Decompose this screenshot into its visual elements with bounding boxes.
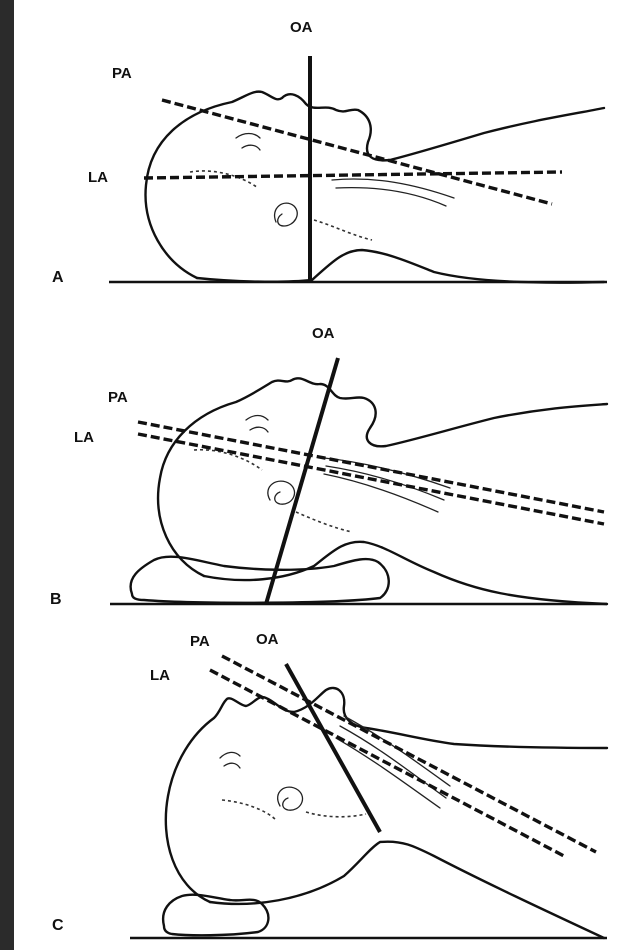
panel-c-jaw-dots — [222, 800, 276, 820]
panel-b — [110, 358, 607, 604]
panel-b-mouth-dots — [296, 512, 352, 532]
panel-c-oa-axis — [286, 664, 380, 832]
panel-a-mouth-dots — [314, 220, 372, 240]
panel-b-label: B — [50, 592, 62, 608]
panel-b-head-outline — [158, 378, 607, 576]
panel-b-chin-neck — [204, 542, 607, 604]
panel-c — [130, 656, 607, 938]
panel-a-la-label: LA — [88, 170, 108, 185]
panel-a-label: A — [52, 270, 64, 286]
panel-a-brow — [242, 145, 260, 150]
panel-a-la-axis — [144, 172, 562, 178]
figure-drawing — [14, 0, 625, 950]
panel-a-ear — [275, 203, 298, 226]
panel-a — [109, 56, 607, 283]
panel-b-eye — [246, 416, 268, 421]
panel-c-eye — [220, 752, 240, 758]
panel-a-pa-axis — [162, 100, 552, 204]
panel-a-pa-label: PA — [112, 66, 132, 81]
panel-a-airway-1 — [332, 179, 454, 198]
panel-c-head-outline — [166, 688, 607, 902]
panel-c-la-label: LA — [150, 668, 170, 683]
panel-c-pillow — [163, 895, 268, 936]
panel-b-pa-axis — [138, 422, 604, 512]
airway-axes-figure: OA PA LA A OA PA LA B PA OA LA C — [14, 0, 625, 950]
panel-c-mouth-dots — [306, 812, 366, 817]
panel-b-la-label: LA — [74, 430, 94, 445]
panel-a-head-outline — [146, 92, 604, 278]
panel-a-jaw-dots — [190, 171, 258, 188]
panel-b-ear — [268, 481, 295, 504]
panel-a-chin-neck — [197, 250, 604, 283]
panel-c-ear — [278, 787, 303, 810]
panel-a-eye — [236, 134, 260, 139]
panel-c-airway-3 — [336, 738, 440, 808]
panel-b-brow — [250, 427, 268, 432]
panel-b-oa-label: OA — [312, 326, 335, 341]
panel-c-pa-label: PA — [190, 634, 210, 649]
panel-c-pa-axis — [222, 656, 596, 852]
panel-c-chin-neck — [210, 842, 604, 938]
panel-b-pa-label: PA — [108, 390, 128, 405]
panel-b-la-axis — [138, 434, 604, 524]
panel-c-brow — [224, 763, 240, 768]
panel-c-label: C — [52, 918, 64, 934]
panel-c-oa-label: OA — [256, 632, 279, 647]
panel-c-la-axis — [210, 670, 564, 856]
panel-a-oa-label: OA — [290, 20, 313, 35]
